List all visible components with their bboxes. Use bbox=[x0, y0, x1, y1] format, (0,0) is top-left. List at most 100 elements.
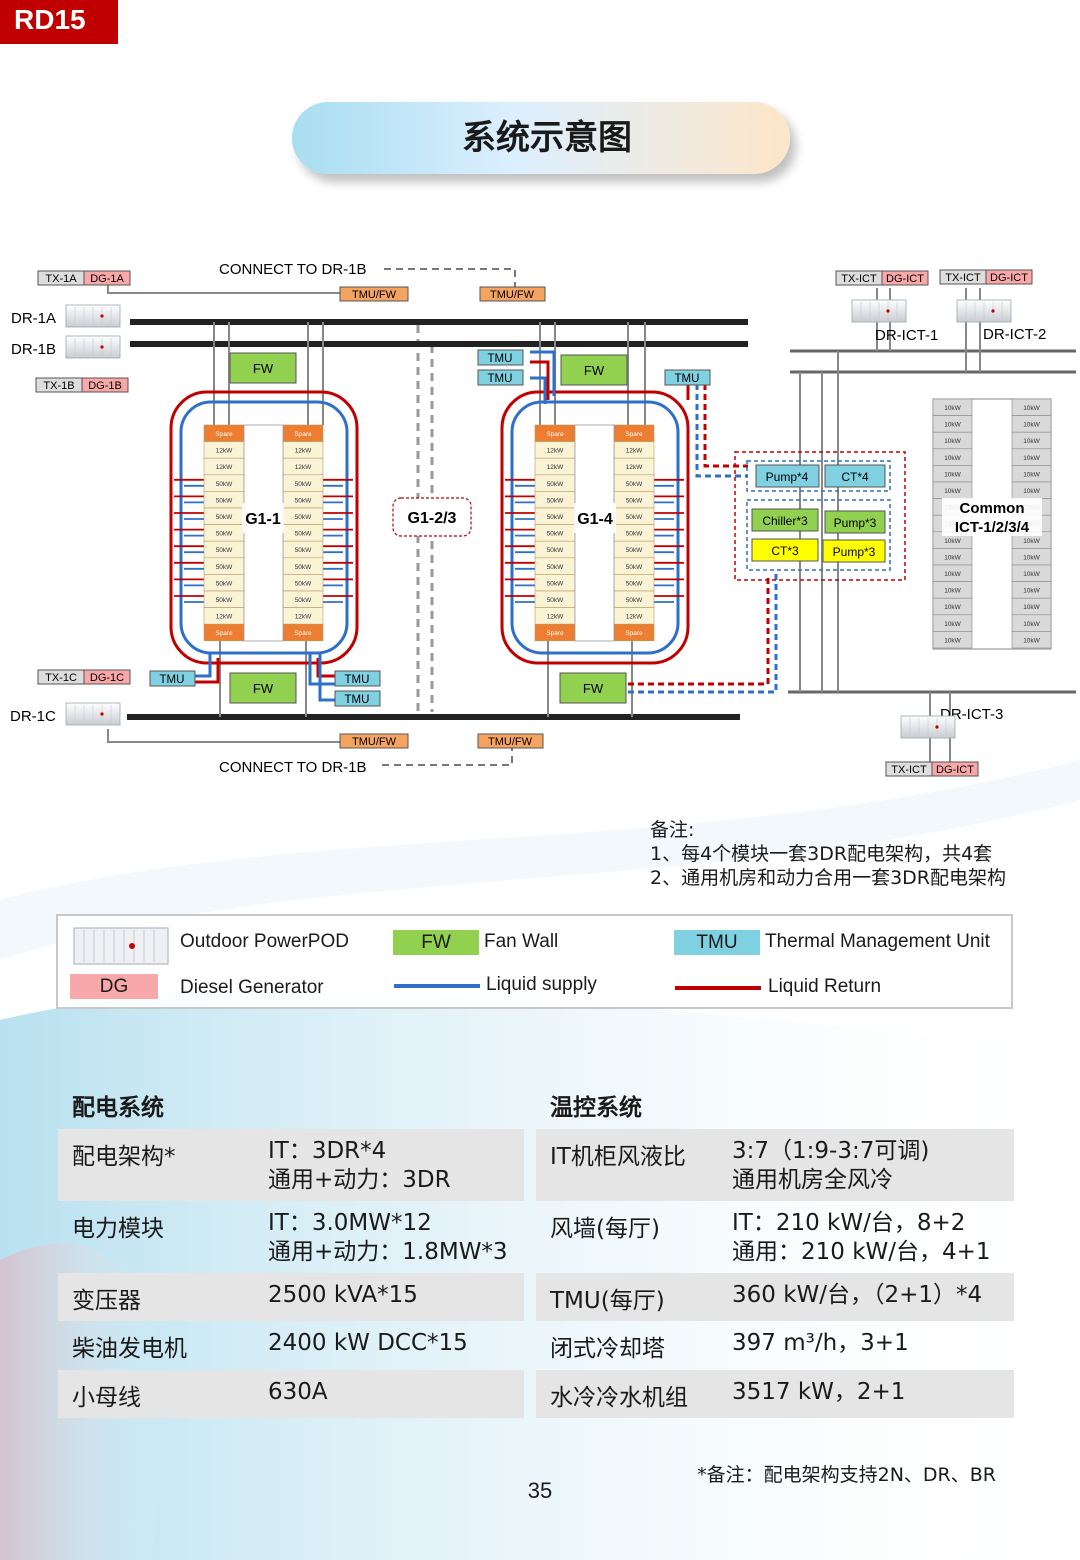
rack-unit: 50kW bbox=[613, 507, 655, 525]
page-tag: RD15 bbox=[0, 0, 118, 44]
rack-unit: Spare bbox=[282, 623, 324, 642]
svg-text:TX-ICT: TX-ICT bbox=[945, 272, 981, 284]
pump3-box: Pump*3 bbox=[822, 539, 886, 563]
ct4-box: CT*4 bbox=[824, 464, 886, 488]
svg-text:TX-ICT: TX-ICT bbox=[841, 273, 877, 285]
fw-box: FW bbox=[229, 672, 297, 704]
svg-text:10kW: 10kW bbox=[1023, 488, 1040, 495]
svg-text:50kW: 50kW bbox=[295, 547, 312, 554]
svg-text:Pump*3: Pump*3 bbox=[833, 545, 876, 559]
tx-dg-tag: TX-ICT DG-ICT bbox=[835, 270, 929, 286]
ict-rack-unit: 10kW bbox=[1011, 465, 1052, 483]
ict-rack-unit: 10kW bbox=[932, 614, 973, 632]
rack-unit: 50kW bbox=[613, 574, 655, 592]
svg-text:10kW: 10kW bbox=[1023, 637, 1040, 644]
ict-rack-unit: 10kW bbox=[932, 415, 973, 433]
ict-rack-unit: 10kW bbox=[932, 631, 973, 649]
svg-text:DG-1B: DG-1B bbox=[88, 380, 122, 392]
powerpod-icon bbox=[65, 335, 121, 359]
powerpod-icon bbox=[900, 715, 956, 739]
svg-text:10kW: 10kW bbox=[944, 538, 961, 545]
rack-unit: 12kW bbox=[534, 457, 576, 476]
ict-rack-unit: 10kW bbox=[932, 448, 973, 466]
rack-unit: 12kW bbox=[282, 607, 324, 625]
svg-text:50kW: 50kW bbox=[295, 481, 312, 488]
rack-unit: 50kW bbox=[282, 540, 324, 559]
ict-rack-unit: 10kW bbox=[932, 465, 973, 483]
rack-unit: 50kW bbox=[282, 507, 324, 525]
svg-text:Spare: Spare bbox=[215, 431, 233, 438]
fw-box: FW bbox=[559, 672, 627, 704]
svg-text:CT*3: CT*3 bbox=[771, 544, 799, 558]
svg-text:TX-ICT: TX-ICT bbox=[891, 764, 927, 776]
svg-text:10kW: 10kW bbox=[1023, 538, 1040, 545]
svg-text:Spare: Spare bbox=[625, 431, 643, 438]
svg-text:12kW: 12kW bbox=[547, 448, 564, 455]
svg-text:Spare: Spare bbox=[215, 630, 233, 637]
ict-rack-unit: 10kW bbox=[932, 548, 973, 566]
svg-text:50kW: 50kW bbox=[216, 497, 233, 504]
svg-text:FW: FW bbox=[583, 681, 604, 696]
rack-unit: 50kW bbox=[203, 557, 245, 575]
rack-unit: 50kW bbox=[534, 557, 576, 575]
svg-text:50kW: 50kW bbox=[295, 531, 312, 538]
svg-text:50kW: 50kW bbox=[547, 597, 564, 604]
dr-1a-label: DR-1A bbox=[11, 310, 56, 327]
table-row: 风墙(每厅)IT：210 kW/台，8+2 通用：210 kW/台，4+1 bbox=[550, 1210, 991, 1265]
page-title: 系统示意图 bbox=[462, 118, 632, 158]
svg-text:TX-1A: TX-1A bbox=[45, 273, 77, 285]
svg-text:DG-ICT: DG-ICT bbox=[886, 273, 924, 285]
common-room-label: Common bbox=[960, 500, 1025, 517]
legend-tmu-swatch: TMU bbox=[674, 930, 760, 955]
rack-unit: 50kW bbox=[282, 524, 324, 542]
svg-text:12kW: 12kW bbox=[295, 614, 312, 621]
legend-fw-swatch: FW bbox=[393, 930, 479, 955]
notes-title: 备注: bbox=[650, 819, 695, 841]
svg-text:12kW: 12kW bbox=[295, 464, 312, 471]
rack-unit: 12kW bbox=[613, 607, 655, 625]
rack-unit: 50kW bbox=[282, 557, 324, 575]
svg-text:50kW: 50kW bbox=[295, 580, 312, 587]
fw-box: FW bbox=[229, 352, 297, 384]
svg-text:FW: FW bbox=[584, 363, 605, 378]
svg-text:12kW: 12kW bbox=[626, 614, 643, 621]
svg-text:50kW: 50kW bbox=[547, 514, 564, 521]
svg-text:10kW: 10kW bbox=[944, 571, 961, 578]
svg-text:10kW: 10kW bbox=[1023, 604, 1040, 611]
rack-unit: 50kW bbox=[282, 590, 324, 608]
svg-text:10kW: 10kW bbox=[944, 405, 961, 412]
powerpod-icon bbox=[65, 304, 121, 328]
svg-text:TMU: TMU bbox=[345, 694, 370, 706]
rack-unit: 50kW bbox=[203, 474, 245, 492]
svg-text:50kW: 50kW bbox=[547, 531, 564, 538]
rack-unit: Spare bbox=[203, 424, 245, 442]
svg-text:10kW: 10kW bbox=[1023, 621, 1040, 628]
rack-unit: 50kW bbox=[203, 524, 245, 542]
powerpod-icon bbox=[956, 299, 1012, 323]
svg-text:DG-1A: DG-1A bbox=[90, 273, 124, 285]
svg-text:12kW: 12kW bbox=[216, 464, 233, 471]
rack-unit: Spare bbox=[613, 424, 655, 442]
svg-text:50kW: 50kW bbox=[626, 481, 643, 488]
svg-text:50kW: 50kW bbox=[216, 531, 233, 538]
svg-text:10kW: 10kW bbox=[1023, 438, 1040, 445]
ict-rack-unit: 10kW bbox=[1011, 431, 1052, 450]
svg-text:Spare: Spare bbox=[546, 630, 564, 637]
dr-ict-3-label: DR-ICT-3 bbox=[940, 706, 1003, 723]
svg-text:10kW: 10kW bbox=[1023, 455, 1040, 462]
rack-unit: Spare bbox=[613, 623, 655, 642]
tmu-box: TMU bbox=[477, 369, 524, 386]
svg-text:50kW: 50kW bbox=[216, 597, 233, 604]
title-banner bbox=[292, 102, 790, 174]
svg-text:50kW: 50kW bbox=[216, 514, 233, 521]
rack-unit: 12kW bbox=[203, 457, 245, 476]
legend-tmu-label: Thermal Management Unit bbox=[765, 931, 990, 952]
notes: 备注: 1、每4个模块一套3DR配电架构，共4套 2、通用机房和动力合用一套3D… bbox=[650, 818, 1006, 890]
